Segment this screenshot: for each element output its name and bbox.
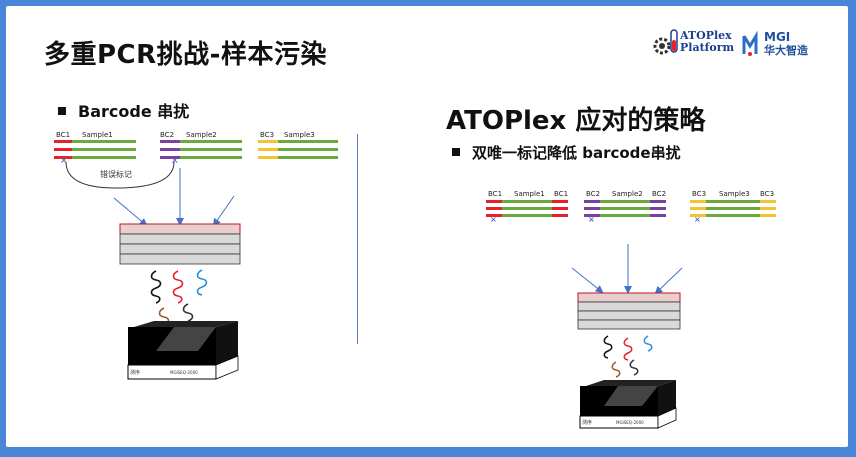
mislabel-arc — [65, 161, 175, 189]
cross-icon: × — [694, 215, 701, 224]
left-sample1-label: Sample1 — [82, 131, 113, 139]
right-bc1b-label: BC1 — [554, 190, 568, 198]
right-bc2b-label: BC2 — [652, 190, 666, 198]
left-bc1-label: BC1 — [56, 131, 70, 139]
right-sample1-label: Sample1 — [514, 190, 545, 198]
atoplex-logo-text: ATOPlex Platform — [680, 30, 734, 54]
cross-icon: × — [588, 215, 595, 224]
mgi-logo-text: MGI 华大智造 — [764, 30, 808, 58]
cross-icon: × — [490, 215, 497, 224]
left-dna-coils-icon — [150, 269, 208, 326]
right-dna-coils-icon — [603, 335, 653, 378]
logo-mgi-line1: MGI — [764, 30, 791, 44]
left-sample3-label: Sample3 — [284, 131, 315, 139]
right-arrow — [654, 267, 683, 295]
right-sample2-reads — [584, 200, 666, 217]
left-arrow — [113, 197, 148, 227]
bullet-square-icon — [58, 106, 66, 115]
left-flowcell — [119, 223, 241, 265]
atoplex-logo-icon — [653, 29, 758, 56]
right-bc3b-label: BC3 — [760, 190, 774, 198]
vertical-divider — [357, 134, 358, 344]
right-bc3-label: BC3 — [692, 190, 706, 198]
left-sample1-reads — [54, 140, 136, 159]
right-sequencer-label-2: MGISEQ-2000 — [616, 420, 644, 425]
right-sample3-reads — [690, 200, 776, 217]
right-sample3-label: Sample3 — [719, 190, 750, 198]
left-bc3-label: BC3 — [260, 131, 274, 139]
cross-icon: × — [60, 156, 68, 166]
right-flowcell — [577, 292, 681, 330]
right-title: ATOPlex 应对的策略 — [446, 106, 706, 136]
logo-atoplex-line2: Platform — [680, 41, 735, 54]
right-sequencer-icon — [579, 380, 677, 429]
right-sample2-label: Sample2 — [612, 190, 643, 198]
logo-atoplex-line1: ATOPlex — [680, 29, 732, 42]
left-bullet-text: Barcode 串扰 — [78, 102, 190, 121]
error-label: 错误标记 — [100, 169, 132, 179]
right-sample1-reads — [486, 200, 568, 217]
left-sample2-reads — [160, 140, 242, 159]
bullet-square-icon — [452, 147, 460, 156]
left-bullet: Barcode 串扰 — [58, 98, 189, 122]
left-sample2-label: Sample2 — [186, 131, 217, 139]
left-sequencer-label-1: 测序 — [130, 369, 140, 376]
right-bc2-label: BC2 — [586, 190, 600, 198]
slide-title: 多重PCR挑战-样本污染 — [44, 40, 327, 70]
left-sequencer-label-2: MGISEQ-2000 — [170, 370, 198, 375]
left-sequencer-icon — [127, 321, 239, 380]
right-bullet-text: 双唯一标记降低 barcode串扰 — [472, 144, 681, 162]
slide: 多重PCR挑战-样本污染 ATOPlex Platform MGI 华大智造 — [6, 6, 848, 447]
left-bc2-label: BC2 — [160, 131, 174, 139]
right-sequencer-label-1: 测序 — [582, 419, 592, 426]
left-sample3-reads — [258, 140, 338, 159]
cross-icon: × — [171, 156, 179, 166]
right-arrow — [212, 195, 235, 227]
right-bullet: 双唯一标记降低 barcode串扰 — [452, 142, 681, 163]
diagram-svg: BC1 Sample1 BC2 Sample2 BC3 Sample3 — [54, 131, 776, 429]
logo-area: ATOPlex Platform MGI 华大智造 — [646, 24, 846, 64]
logo-mgi-line2: 华大智造 — [764, 44, 808, 57]
left-arrow — [571, 267, 604, 294]
right-bc1-label: BC1 — [488, 190, 502, 198]
